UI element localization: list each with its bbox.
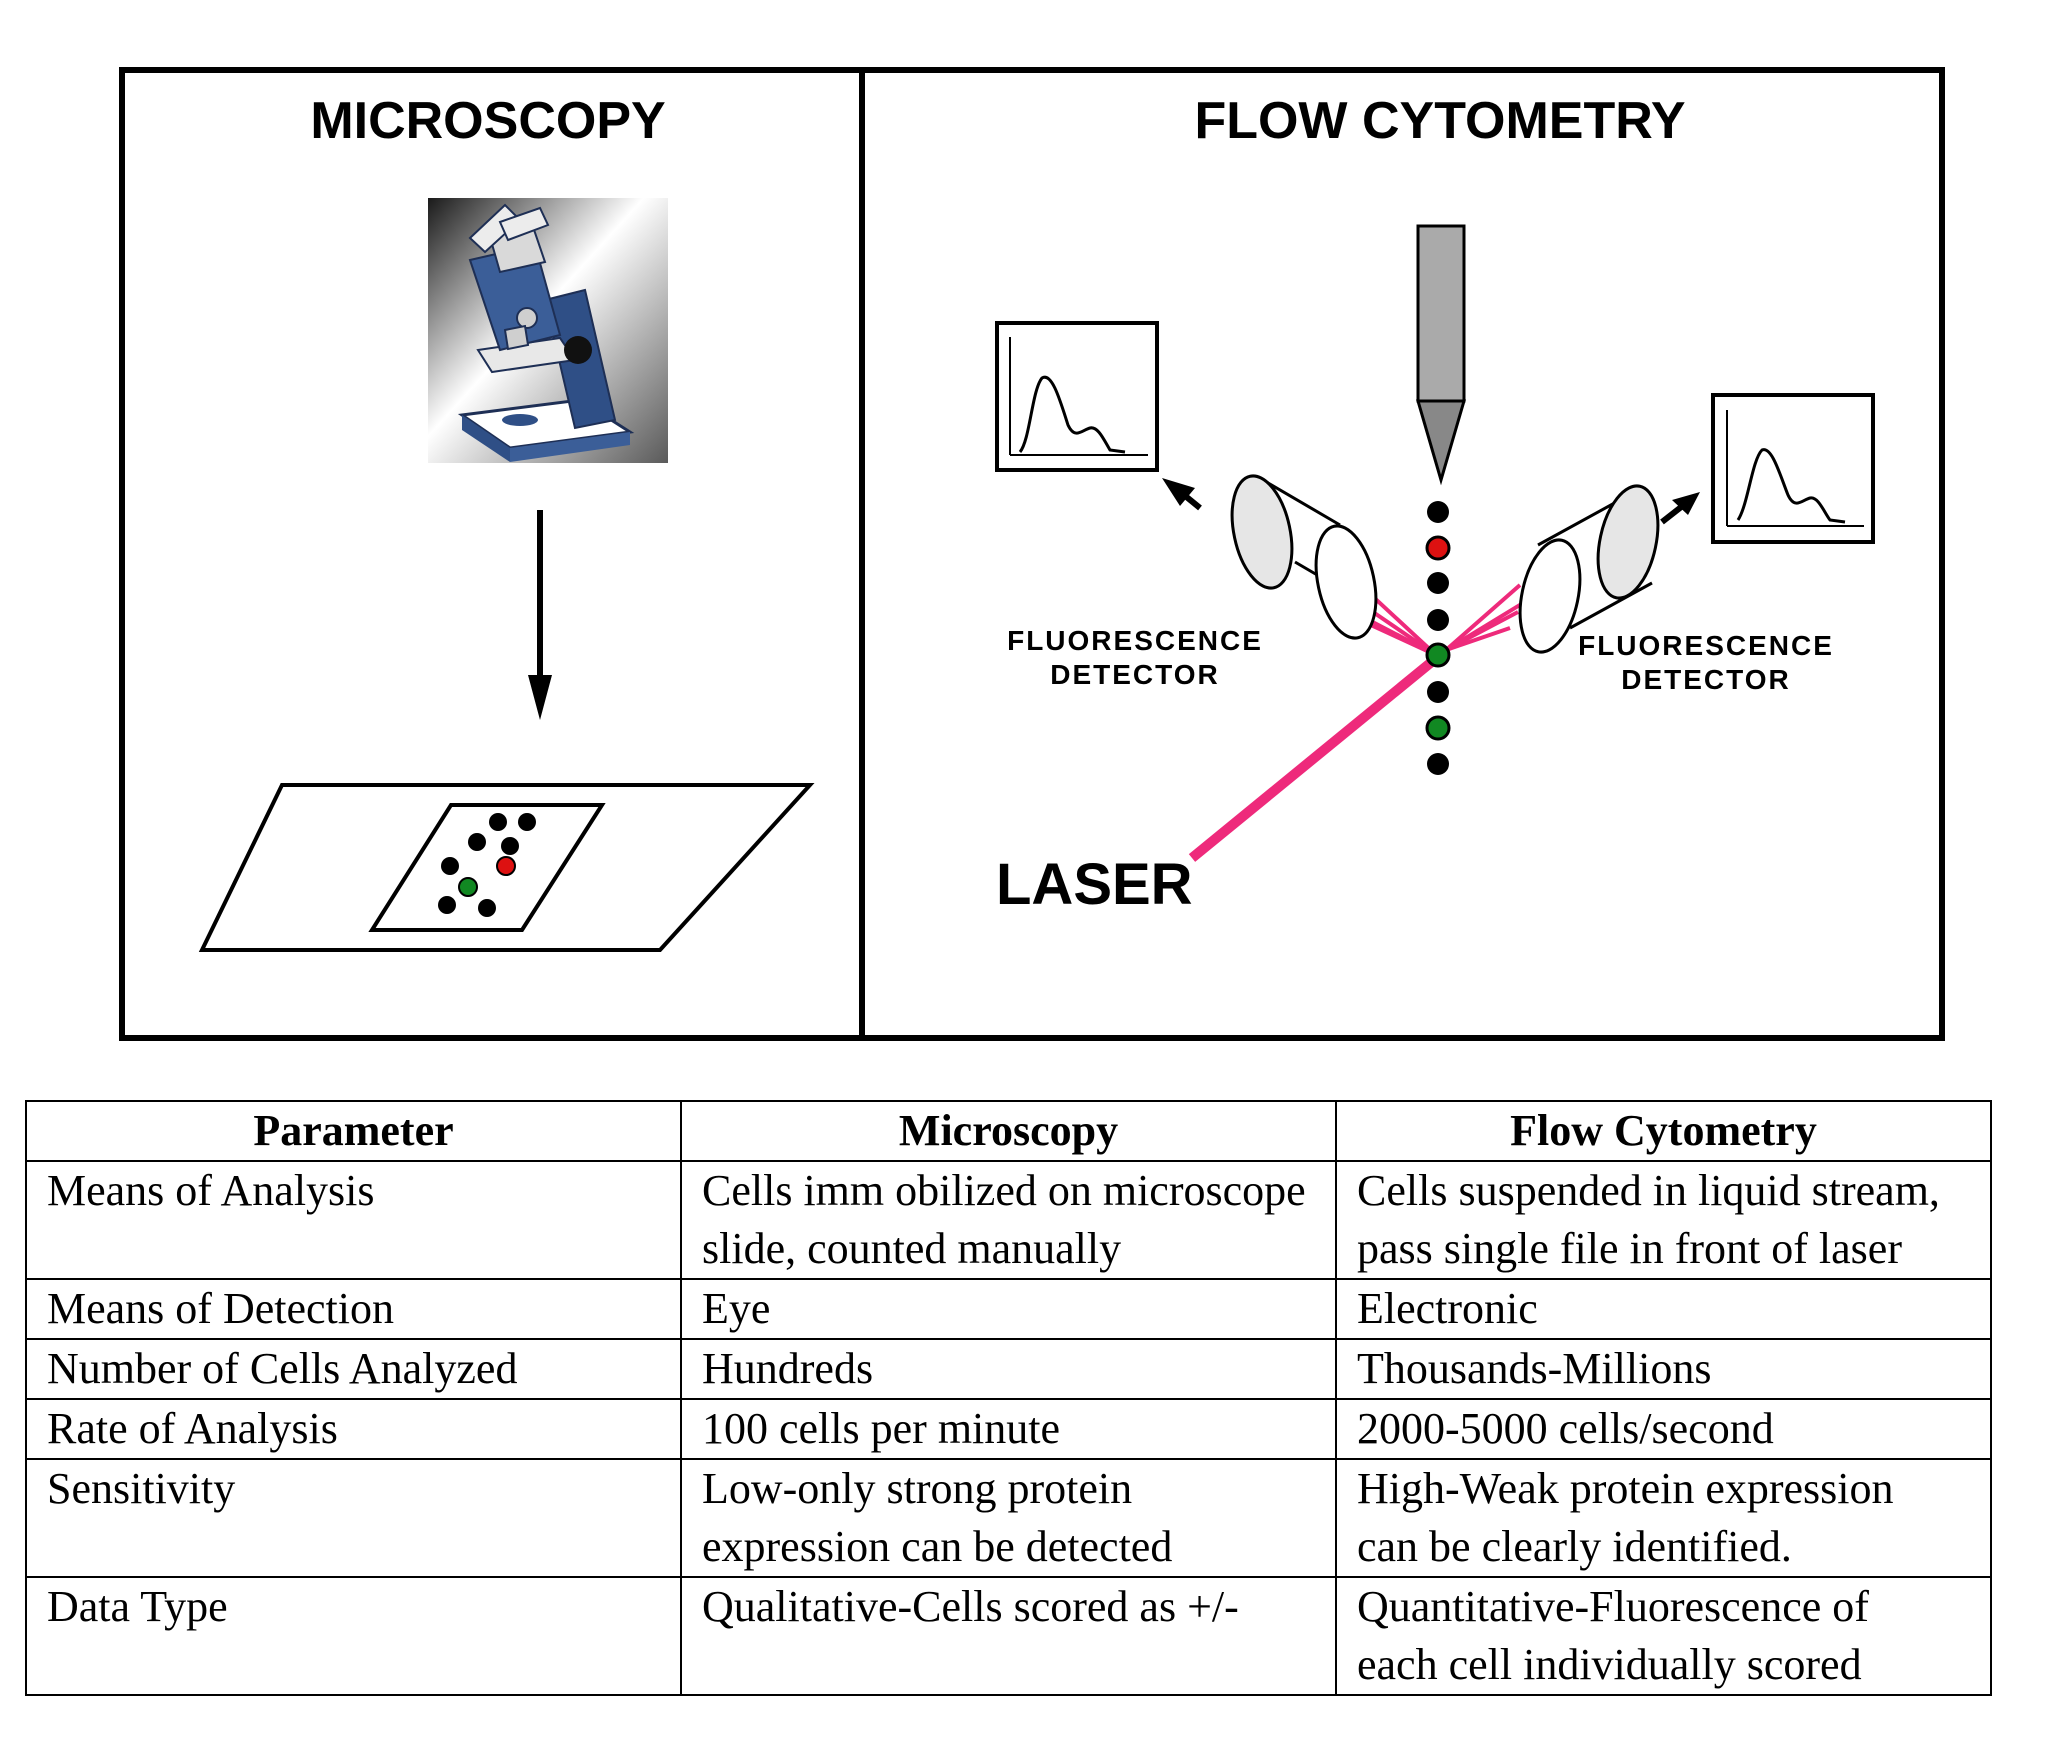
arrow-icon [1660, 492, 1700, 525]
header-microscopy: Microscopy [680, 1100, 1337, 1162]
flow-cytometry-panel [859, 67, 1945, 1041]
black-cell [1427, 753, 1449, 775]
header-flow-cytometry: Flow Cytometry [1335, 1100, 1992, 1162]
microscopy-cell: Qualitative-Cells scored as +/- [680, 1576, 1337, 1696]
green-cell [1425, 715, 1451, 741]
black-cell [1427, 681, 1449, 703]
black-cell [1427, 572, 1449, 594]
black-cell [1427, 609, 1449, 631]
green-cell [458, 877, 478, 897]
table-row: Rate of Analysis 100 cells per minute 20… [25, 1398, 1992, 1460]
black-cell [478, 899, 496, 917]
laser-beam [1188, 656, 1438, 862]
table-row: Means of Detection Eye Electronic [25, 1278, 1992, 1340]
header-parameter: Parameter [25, 1100, 682, 1162]
detector-icon [1518, 484, 1660, 654]
arrow-icon [1162, 478, 1202, 511]
microscopy-cell: 100 cells per minute [680, 1398, 1337, 1460]
param-cell: Data Type [25, 1576, 682, 1696]
microscopy-cell: Hundreds [680, 1338, 1337, 1400]
nozzle-icon [1416, 224, 1466, 486]
red-cell [496, 856, 516, 876]
comparison-table: Parameter Microscopy Flow Cytometry Mean… [25, 1100, 1992, 1696]
cell-stream [1425, 501, 1451, 775]
param-cell: Means of Detection [25, 1278, 682, 1340]
param-cell: Sensitivity [25, 1458, 682, 1578]
microscopy-cell: Eye [680, 1278, 1337, 1340]
black-cell [1427, 501, 1449, 523]
histogram-icon [1711, 393, 1875, 544]
table-row: Number of Cells Analyzed Hundreds Thousa… [25, 1338, 1992, 1400]
microscopy-title: MICROSCOPY [310, 92, 665, 150]
black-cell [468, 833, 486, 851]
black-cell [489, 813, 507, 831]
flow-cytometry-title: FLOW CYTOMETRY [1194, 92, 1685, 150]
down-arrow-icon [528, 510, 552, 720]
black-cell [518, 813, 536, 831]
right-detector-label-line2: DETECTOR [1621, 664, 1791, 695]
flow-cell: Thousands-Millions [1335, 1338, 1992, 1400]
histogram-icon [995, 321, 1159, 472]
flow-cell: Electronic [1335, 1278, 1992, 1340]
left-detector-label-line2: DETECTOR [1050, 659, 1220, 690]
slide-icon [198, 783, 815, 952]
left-detector-label-line1: FLUORESCENCE [1007, 625, 1263, 656]
black-cell [441, 857, 459, 875]
right-detector-label-line1: FLUORESCENCE [1578, 630, 1834, 661]
param-cell: Rate of Analysis [25, 1398, 682, 1460]
flow-cell: 2000-5000 cells/second [1335, 1398, 1992, 1460]
comparison-figure: MICROSCOPY FLOW CYTOMETRY [119, 67, 1945, 1041]
green-cell [1425, 642, 1451, 668]
red-cell [1425, 535, 1451, 561]
microscope-icon [428, 198, 668, 463]
table-row: Means of Analysis Cells imm obilized on … [25, 1160, 1992, 1280]
flow-cell: Cells suspended in liquid stream,pass si… [1335, 1160, 1992, 1280]
slide-cells [438, 813, 536, 917]
param-cell: Number of Cells Analyzed [25, 1338, 682, 1400]
black-cell [438, 896, 456, 914]
laser-label: LASER [996, 852, 1193, 917]
detector-icon [1230, 474, 1378, 640]
table-header-row: Parameter Microscopy Flow Cytometry [25, 1100, 1992, 1162]
param-cell: Means of Analysis [25, 1160, 682, 1280]
table-row: Data Type Qualitative-Cells scored as +/… [25, 1576, 1992, 1696]
black-cell [501, 837, 519, 855]
